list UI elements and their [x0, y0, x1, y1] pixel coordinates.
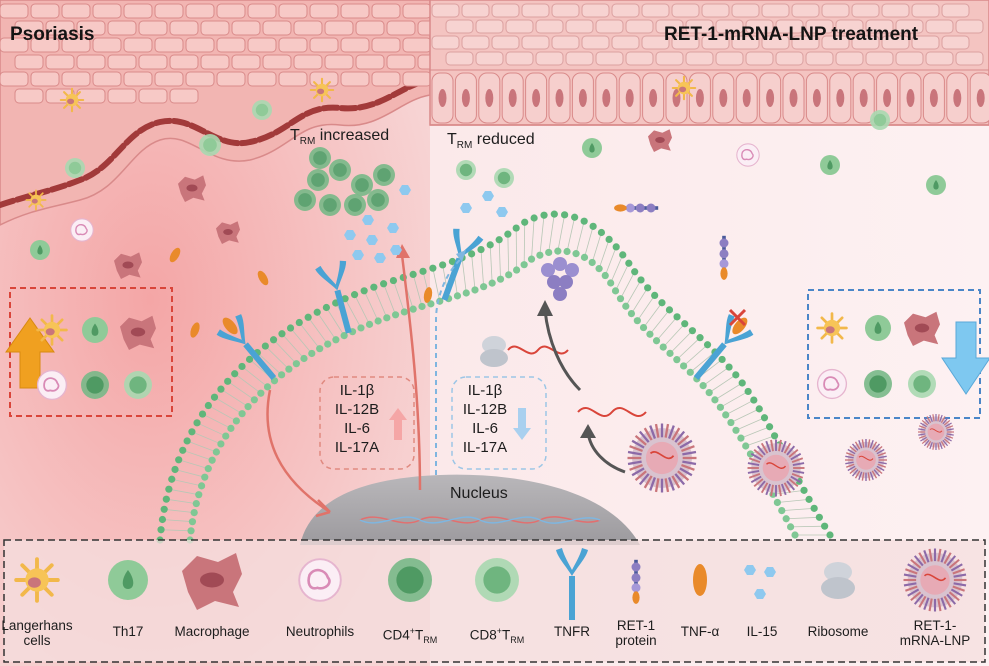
cytokine-box-left: [319, 376, 415, 470]
legend-label-th17: Th17: [112, 624, 144, 639]
blocked-x-icon: [728, 308, 747, 327]
ret1-protein-cluster: [541, 257, 579, 301]
nucleus: [300, 474, 640, 545]
title-psoriasis: Psoriasis: [10, 24, 95, 45]
cell-decorations: [25, 75, 955, 497]
trm-increased-label: TRM increased: [290, 127, 390, 148]
nucleus-label: Nucleus: [450, 485, 508, 502]
down-arrow-icon: [941, 321, 989, 395]
trm-reduced-label: TRM reduced: [447, 131, 535, 152]
signal-arrow-to-nucleus: [266, 389, 331, 514]
mrna-strand: [577, 406, 647, 418]
legend-label-macrophage: Macrophage: [174, 624, 250, 639]
ribosome-in-cell: [480, 336, 508, 367]
legend-label-lnp: RET-1-mRNA-LNP: [899, 618, 971, 648]
downregulation-arrow: [435, 257, 463, 475]
legend-label-tnfr: TNFR: [554, 624, 590, 639]
legend-label-tnfa: TNF-α: [680, 624, 720, 639]
legend-label-ribosome: Ribosome: [807, 624, 869, 639]
tnfr-receptors: [216, 228, 754, 380]
legend-label-neutrophils: Neutrophils: [285, 624, 355, 639]
right-cell-box: [807, 289, 981, 419]
mrna-strand-top: [507, 345, 569, 355]
skin-layer-left: [0, 0, 447, 226]
cytokine-box-right: [451, 376, 547, 470]
upregulation-arrow: [400, 254, 422, 491]
cytokine-down-arrow-icon: [513, 408, 531, 440]
legend-label-il15: IL-15: [746, 624, 778, 639]
skin-layer-right: [429, 0, 989, 126]
cytokine-up-arrow-icon: [389, 408, 407, 440]
legend-label-cd4: CD4+TRM: [382, 626, 438, 646]
legend-label-cd8: CD8+TRM: [469, 626, 525, 646]
legend-icons: [14, 548, 967, 620]
title-treatment: RET-1-mRNA-LNP treatment: [664, 24, 919, 45]
